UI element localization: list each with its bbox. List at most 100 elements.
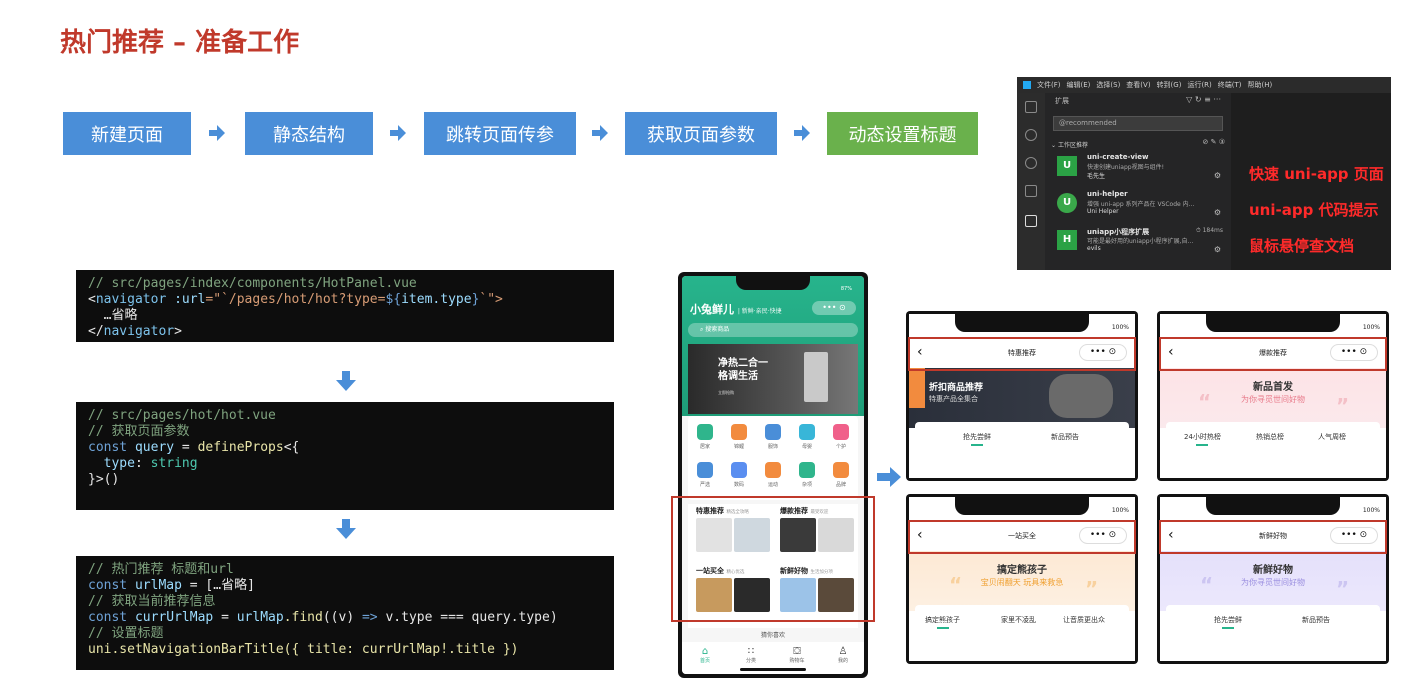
- capsule-menu-icon[interactable]: ••• ⊙: [1330, 527, 1378, 544]
- menu-terminal[interactable]: 终端(T): [1217, 81, 1242, 89]
- gear-icon[interactable]: ⚙: [1213, 171, 1221, 180]
- gear-icon[interactable]: ⚙: [1213, 245, 1221, 254]
- run-debug-icon[interactable]: [1025, 185, 1037, 197]
- hero-subtitle: 宝贝闹翻天 玩具来救急: [980, 578, 1064, 587]
- product-thumbnail[interactable]: [780, 578, 816, 612]
- workspace-recommend-group[interactable]: ⌄ 工作区推荐: [1051, 142, 1088, 149]
- sub-tab[interactable]: 新品预告: [1302, 616, 1330, 624]
- home-banner[interactable]: 净热二合一格调生活 立即抢购: [688, 344, 858, 414]
- category-item[interactable]: 严选: [688, 462, 722, 488]
- menu-select[interactable]: 选择(S): [1096, 81, 1121, 89]
- product-thumbnail[interactable]: [696, 518, 732, 552]
- vscode-menubar: 文件(F) 编辑(E) 选择(S) 查看(V) 转到(G) 运行(R) 终端(T…: [1017, 77, 1391, 93]
- sub-tab[interactable]: 24小时热榜: [1184, 433, 1221, 446]
- product-thumbnail[interactable]: [818, 578, 854, 612]
- category-item[interactable]: 个护: [824, 424, 858, 450]
- tab-home[interactable]: ⌂首页: [690, 646, 720, 664]
- product-thumbnail[interactable]: [734, 578, 770, 612]
- explorer-icon[interactable]: [1025, 101, 1037, 113]
- group-actions-icon[interactable]: ⊘ ✎ ③: [1202, 138, 1225, 146]
- back-icon[interactable]: ‹: [1168, 527, 1174, 543]
- activity-bar: [1017, 93, 1045, 270]
- hero-banner: 折扣商品推荐 特惠产品全集合: [909, 368, 1135, 428]
- extension-search-input[interactable]: @recommended: [1053, 116, 1223, 131]
- hot-item-title[interactable]: 新鲜好物 生活加分项: [780, 567, 833, 575]
- guess-like-title: 猜你喜欢: [760, 632, 785, 639]
- banner-button[interactable]: 立即抢购: [718, 390, 734, 395]
- search-icon[interactable]: [1025, 157, 1037, 169]
- extension-item[interactable]: U uni-create-view 快速创建uniapp视图与组件! 毛先生 ⚙: [1057, 153, 1225, 187]
- mini-screen: 100% ‹ 特惠推荐 ••• ⊙ 折扣商品推荐 特惠产品全集合 抢先尝鲜 新品…: [909, 314, 1135, 478]
- tab-profile[interactable]: ♙我的: [828, 646, 858, 664]
- code-comment: // 获取页面参数: [88, 424, 190, 439]
- quote-close-icon: ”: [1336, 394, 1350, 418]
- extensions-icon[interactable]: [1025, 215, 1037, 227]
- battery-label: 100%: [1111, 324, 1129, 331]
- menu-edit[interactable]: 编辑(E): [1066, 81, 1091, 89]
- tab-cart[interactable]: ⛋购物车: [782, 646, 812, 664]
- vscode-logo-icon: [1023, 81, 1031, 89]
- category-item[interactable]: 运动: [756, 462, 790, 488]
- extension-item[interactable]: U uni-helper 增强 uni-app 系列产品在 VSCode 内… …: [1057, 190, 1225, 224]
- back-icon[interactable]: ‹: [1168, 344, 1174, 360]
- hero-banner: 新品首发 为你寻觅世间好物 “ ”: [1160, 368, 1386, 428]
- category-item[interactable]: 数码: [722, 462, 756, 488]
- hero-title: 新品首发: [1253, 382, 1293, 393]
- category-item[interactable]: 服饰: [756, 424, 790, 450]
- capsule-menu-icon[interactable]: ••• ⊙: [1330, 344, 1378, 361]
- sub-tab[interactable]: 热销总榜: [1256, 433, 1284, 441]
- category-item[interactable]: 居家: [688, 424, 722, 450]
- back-icon[interactable]: ‹: [917, 344, 923, 360]
- code-line: const query = defineProps<{: [88, 440, 300, 455]
- menu-goto[interactable]: 转到(G): [1156, 81, 1182, 89]
- product-thumbnail[interactable]: [818, 518, 854, 552]
- source-control-icon[interactable]: [1025, 129, 1037, 141]
- sub-tab[interactable]: 抢先尝鲜: [963, 433, 991, 446]
- category-item[interactable]: 品牌: [824, 462, 858, 488]
- category-grid: 居家 锦鲤 服饰 母婴 个护 严选 数码 运动 杂项 品牌: [688, 416, 858, 500]
- quote-open-icon: “: [1200, 573, 1214, 597]
- menu-help[interactable]: 帮助(H): [1247, 81, 1273, 89]
- product-thumbnail[interactable]: [734, 518, 770, 552]
- uni-helper-icon: U: [1057, 193, 1077, 213]
- home-search-input[interactable]: ⌕ 搜索商品: [688, 323, 858, 337]
- sub-tab[interactable]: 搞定熊孩子: [925, 616, 960, 629]
- menu-file[interactable]: 文件(F): [1037, 81, 1061, 89]
- gear-icon[interactable]: ⚙: [1213, 208, 1221, 217]
- back-icon[interactable]: ‹: [917, 527, 923, 543]
- quote-open-icon: “: [949, 573, 963, 597]
- category-item[interactable]: 母婴: [790, 424, 824, 450]
- hot-item-title[interactable]: 一站买全 精心优选: [696, 567, 745, 575]
- capsule-menu-icon[interactable]: ••• ⊙: [1079, 344, 1127, 361]
- hero-subtitle: 为你寻觅世间好物: [1241, 395, 1305, 404]
- menu-view[interactable]: 查看(V): [1126, 81, 1151, 89]
- sub-tab[interactable]: 家里不凌乱: [1001, 616, 1036, 624]
- sub-tab[interactable]: 人气周榜: [1318, 433, 1346, 441]
- user-icon: ♙: [838, 646, 848, 657]
- orange-corner-shape: [909, 368, 925, 408]
- phone-notch: [1206, 497, 1340, 515]
- tab-category[interactable]: ∷分类: [736, 646, 766, 664]
- nav-title: 特惠推荐: [1008, 349, 1036, 357]
- phone-notch: [955, 314, 1089, 332]
- category-item[interactable]: 锦鲤: [722, 424, 756, 450]
- hot-item-title[interactable]: 爆款推荐 最受欢迎: [780, 507, 829, 515]
- extension-item[interactable]: H uniapp小程序扩展 ⏱ 184ms 可能是最好用的uniapp小程序扩展…: [1057, 227, 1225, 261]
- product-thumbnail[interactable]: [780, 518, 816, 552]
- battery-label: 100%: [1362, 507, 1380, 514]
- phone-screen: 87% 小兔鲜儿 | 新鲜·亲民·快捷 ••• ⊙ ⌕ 搜索商品 净热二合一格调…: [682, 276, 864, 674]
- code-line: }>(): [88, 472, 120, 487]
- menu-run[interactable]: 运行(R): [1187, 81, 1212, 89]
- capsule-menu-icon[interactable]: ••• ⊙: [812, 301, 856, 315]
- product-thumbnail[interactable]: [696, 578, 732, 612]
- mini-screen: 100% ‹ 爆款推荐 ••• ⊙ 新品首发 为你寻觅世间好物 “ ” 24小时…: [1160, 314, 1386, 478]
- category-item[interactable]: 杂项: [790, 462, 824, 488]
- filter-refresh-more-icon[interactable]: ▽ ↻ ≡ ···: [1186, 95, 1221, 104]
- sub-tab[interactable]: 新品预告: [1051, 433, 1079, 441]
- right-arrow-icon: [390, 125, 406, 141]
- sub-tab[interactable]: 抢先尝鲜: [1214, 616, 1242, 629]
- step-set-title: 动态设置标题: [827, 112, 978, 155]
- sub-tab[interactable]: 让音质更出众: [1063, 616, 1105, 624]
- hot-item-title[interactable]: 特惠推荐 精选全攻略: [696, 507, 749, 515]
- capsule-menu-icon[interactable]: ••• ⊙: [1079, 527, 1127, 544]
